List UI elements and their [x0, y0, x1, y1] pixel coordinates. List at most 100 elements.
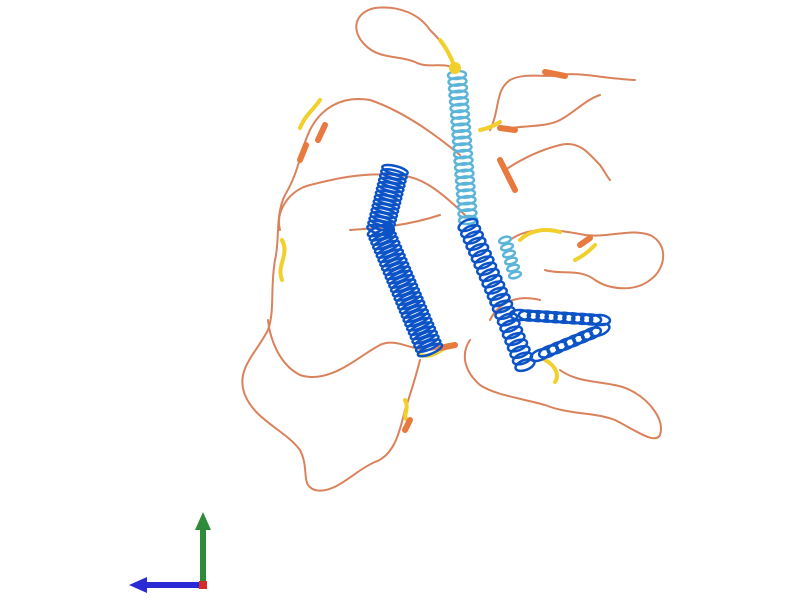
helix-turn [449, 102, 470, 114]
helix-turn [453, 155, 474, 166]
helix-turn [553, 311, 576, 325]
helix-turn [416, 342, 444, 358]
coil-loops [241, 6, 665, 492]
orange-segment [297, 142, 309, 163]
helix-turn [473, 255, 495, 270]
coil-loop [463, 339, 662, 440]
z-axis-origin [199, 581, 207, 589]
helix-turn [476, 261, 498, 277]
helix-turn [503, 256, 519, 266]
helix-turn [411, 329, 438, 345]
helix-turn [448, 96, 470, 107]
helix-turn [507, 270, 523, 280]
helix-turn [514, 357, 536, 373]
helix-turn [468, 242, 490, 258]
helix-turn [379, 252, 406, 268]
low-confidence-segment [278, 238, 287, 282]
helix-turn [537, 344, 560, 359]
coil-loop [267, 319, 446, 378]
helix-turn [404, 312, 431, 328]
helix-turn [535, 310, 558, 323]
helix-turn [465, 236, 487, 252]
helix-turn [529, 347, 551, 363]
orange-segment [542, 69, 568, 79]
helix-turn [506, 338, 529, 353]
helix-turn [370, 231, 397, 247]
helix-turn [450, 122, 472, 134]
coil-loop [355, 6, 456, 71]
helix-turn [377, 248, 405, 264]
coil-loop [504, 143, 611, 181]
helix-turn [481, 273, 503, 289]
low-confidence-segments [278, 38, 597, 422]
helix-turn [366, 222, 394, 238]
helix-turn [448, 89, 469, 101]
coil-loop [241, 98, 461, 492]
helix-turn [407, 321, 435, 337]
helix-turn [380, 256, 408, 272]
helix-turn [491, 299, 514, 314]
helix-turn [546, 340, 568, 356]
coil-loop [278, 173, 471, 231]
helix-turn [544, 310, 567, 324]
helix-turn [478, 267, 500, 283]
helix-turn [462, 230, 484, 245]
helix-turn [368, 226, 396, 242]
helix-turn [414, 338, 442, 354]
helix-turn [499, 242, 515, 252]
helix-turn [400, 303, 428, 319]
helix-turn [454, 168, 475, 180]
helix-turn [572, 329, 594, 345]
coil-loop [499, 94, 601, 131]
helix-turn [413, 333, 440, 349]
helix-turn [555, 337, 577, 352]
helix-turn [570, 312, 594, 326]
helix-turn [372, 235, 399, 251]
low-confidence-segment [478, 120, 502, 132]
low-confidence-segment [543, 358, 559, 384]
helix-turn [375, 243, 403, 259]
helix-turn [526, 309, 550, 323]
helix-turn [450, 115, 471, 127]
orange-segment [402, 417, 413, 433]
helix-turn [391, 282, 419, 298]
helix-turn [562, 312, 585, 325]
helix-turn [499, 318, 521, 334]
orange-segment [577, 235, 593, 248]
helix-turn [496, 312, 519, 327]
helix-turn [455, 188, 477, 199]
helix-turn [501, 325, 524, 340]
orange-segment [497, 157, 518, 193]
helix-turn [509, 344, 531, 360]
helix-turn [402, 308, 430, 324]
helix-turn [409, 325, 437, 341]
helix-turn [486, 286, 508, 302]
coil-loop [489, 73, 636, 131]
helix-turn [508, 308, 532, 322]
helix-turn [453, 161, 475, 173]
low-confidence-segment [573, 243, 597, 262]
helix-turn [384, 265, 412, 281]
helix-turn [497, 235, 513, 245]
helix-turn [470, 248, 492, 264]
helix-turn [504, 331, 526, 347]
helix-turn [447, 76, 468, 87]
helix-turn [457, 208, 478, 219]
x-axis-arrowhead [129, 577, 147, 593]
helices [366, 69, 612, 373]
helix-turn [489, 292, 511, 308]
helix-turn [501, 249, 517, 259]
helix-turn [389, 278, 417, 294]
helix-turn [388, 273, 415, 289]
helix-turn [393, 286, 421, 302]
helix-turn [395, 291, 422, 307]
helix-turn [398, 299, 426, 315]
y-axis-arrowhead [195, 512, 211, 530]
helix-turn [447, 82, 469, 94]
helix-turn [456, 201, 478, 213]
helix-turn [451, 129, 472, 140]
helix-turn [386, 269, 413, 285]
helix-turn [457, 217, 479, 233]
